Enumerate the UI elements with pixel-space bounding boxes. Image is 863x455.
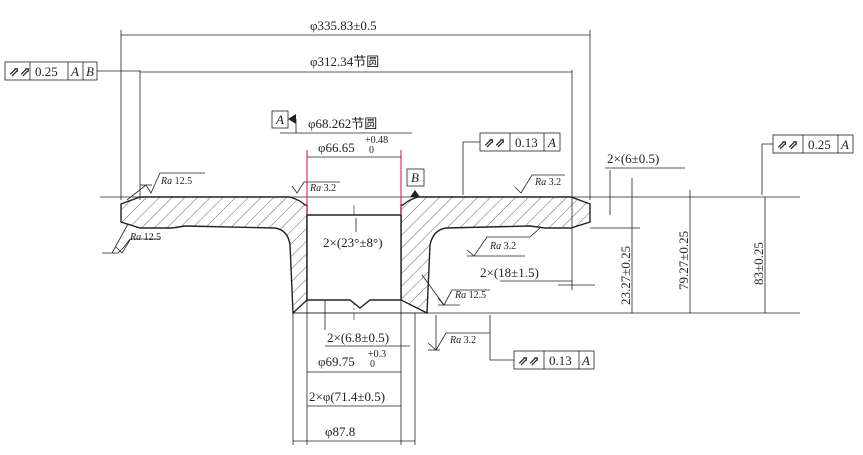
dim-taper-angle: 2×(23°±8°) xyxy=(323,235,383,250)
roughness-symbol: Ra 12.5 xyxy=(126,172,205,201)
runout-icon: ⇗⇗ xyxy=(484,135,506,150)
dim-hub-diameter: φ87.8 xyxy=(325,424,355,439)
dim-bottom-chamfer: 2×(6.8±0.5) xyxy=(327,330,389,345)
svg-text:Ra 12.5: Ra 12.5 xyxy=(160,176,192,187)
svg-text:A: A xyxy=(840,137,849,152)
roughness-symbol: Ra 12.5 xyxy=(421,274,490,306)
roughness-symbol: Ra 3.2 xyxy=(514,174,565,194)
dim-pitch-circle-outer: φ312.34节圆 xyxy=(310,54,379,69)
svg-text:Ra 3.2: Ra 3.2 xyxy=(534,177,561,188)
tolerance-frame-3: ⇗⇗ 0.25 A xyxy=(761,134,854,195)
tolerance-frame-4: ⇗⇗ 0.13 A xyxy=(489,315,595,370)
svg-text:+0.48: +0.48 xyxy=(365,135,388,146)
svg-text:Ra 12.5: Ra 12.5 xyxy=(454,290,486,301)
svg-text:Ra 12.5: Ra 12.5 xyxy=(129,232,161,243)
svg-text:0.13: 0.13 xyxy=(515,135,538,150)
dim-outer-diameter: φ335.83±0.5 xyxy=(310,18,377,33)
svg-text:0: 0 xyxy=(369,145,374,156)
svg-text:A: A xyxy=(581,353,590,368)
dim-height-3: 83±0.25 xyxy=(751,242,766,285)
svg-text:A: A xyxy=(547,135,556,150)
svg-text:0.25: 0.25 xyxy=(35,64,58,79)
dim-height-1: 23.27±0.25 xyxy=(618,246,633,305)
dim-height-2: 79.27±0.25 xyxy=(676,231,691,290)
dim-rim-width: 2×(18±1.5) xyxy=(480,265,539,280)
svg-text:Ra 3.2: Ra 3.2 xyxy=(309,183,336,194)
dim-rim-chamfer: 2×(6±0.5) xyxy=(607,151,659,166)
runout-icon: ⇗⇗ xyxy=(518,353,540,368)
datum-a xyxy=(271,110,289,129)
svg-text:A: A xyxy=(70,64,79,79)
svg-text:+0.3: +0.3 xyxy=(368,349,386,360)
svg-text:0.13: 0.13 xyxy=(549,353,572,368)
roughness-symbol: Ra 3.2 xyxy=(427,315,490,351)
tolerance-frame-1: ⇗⇗ 0.25 A B xyxy=(4,61,140,81)
dim-counterbore: φ69.75 xyxy=(318,354,355,369)
svg-text:0: 0 xyxy=(370,359,375,370)
dim-pitch-circle-inner: φ68.262节圆 xyxy=(308,116,377,131)
right-section xyxy=(400,196,591,315)
roughness-symbol: Ra 3.2 xyxy=(291,181,340,194)
svg-text:Ra 3.2: Ra 3.2 xyxy=(449,335,476,346)
svg-text:Ra 3.2: Ra 3.2 xyxy=(489,241,516,252)
runout-icon: ⇗⇗ xyxy=(777,137,799,152)
tolerance-frame-2: ⇗⇗ 0.13 A xyxy=(462,132,561,195)
svg-text:B: B xyxy=(411,170,419,185)
roughness-symbol: Ra 3.2 xyxy=(466,227,541,257)
dim-bore: φ66.65 xyxy=(318,140,355,155)
svg-text:A: A xyxy=(275,112,284,127)
bore xyxy=(306,214,402,309)
left-section xyxy=(120,196,308,315)
datum-b xyxy=(406,168,425,187)
svg-text:0.25: 0.25 xyxy=(808,137,831,152)
roughness-symbol: Ra 12.5 xyxy=(102,223,161,254)
dim-counterbore-dia2: 2×φ(71.4±0.5) xyxy=(309,389,385,404)
svg-text:B: B xyxy=(86,64,94,79)
runout-icon: ⇗⇗ xyxy=(9,64,31,79)
